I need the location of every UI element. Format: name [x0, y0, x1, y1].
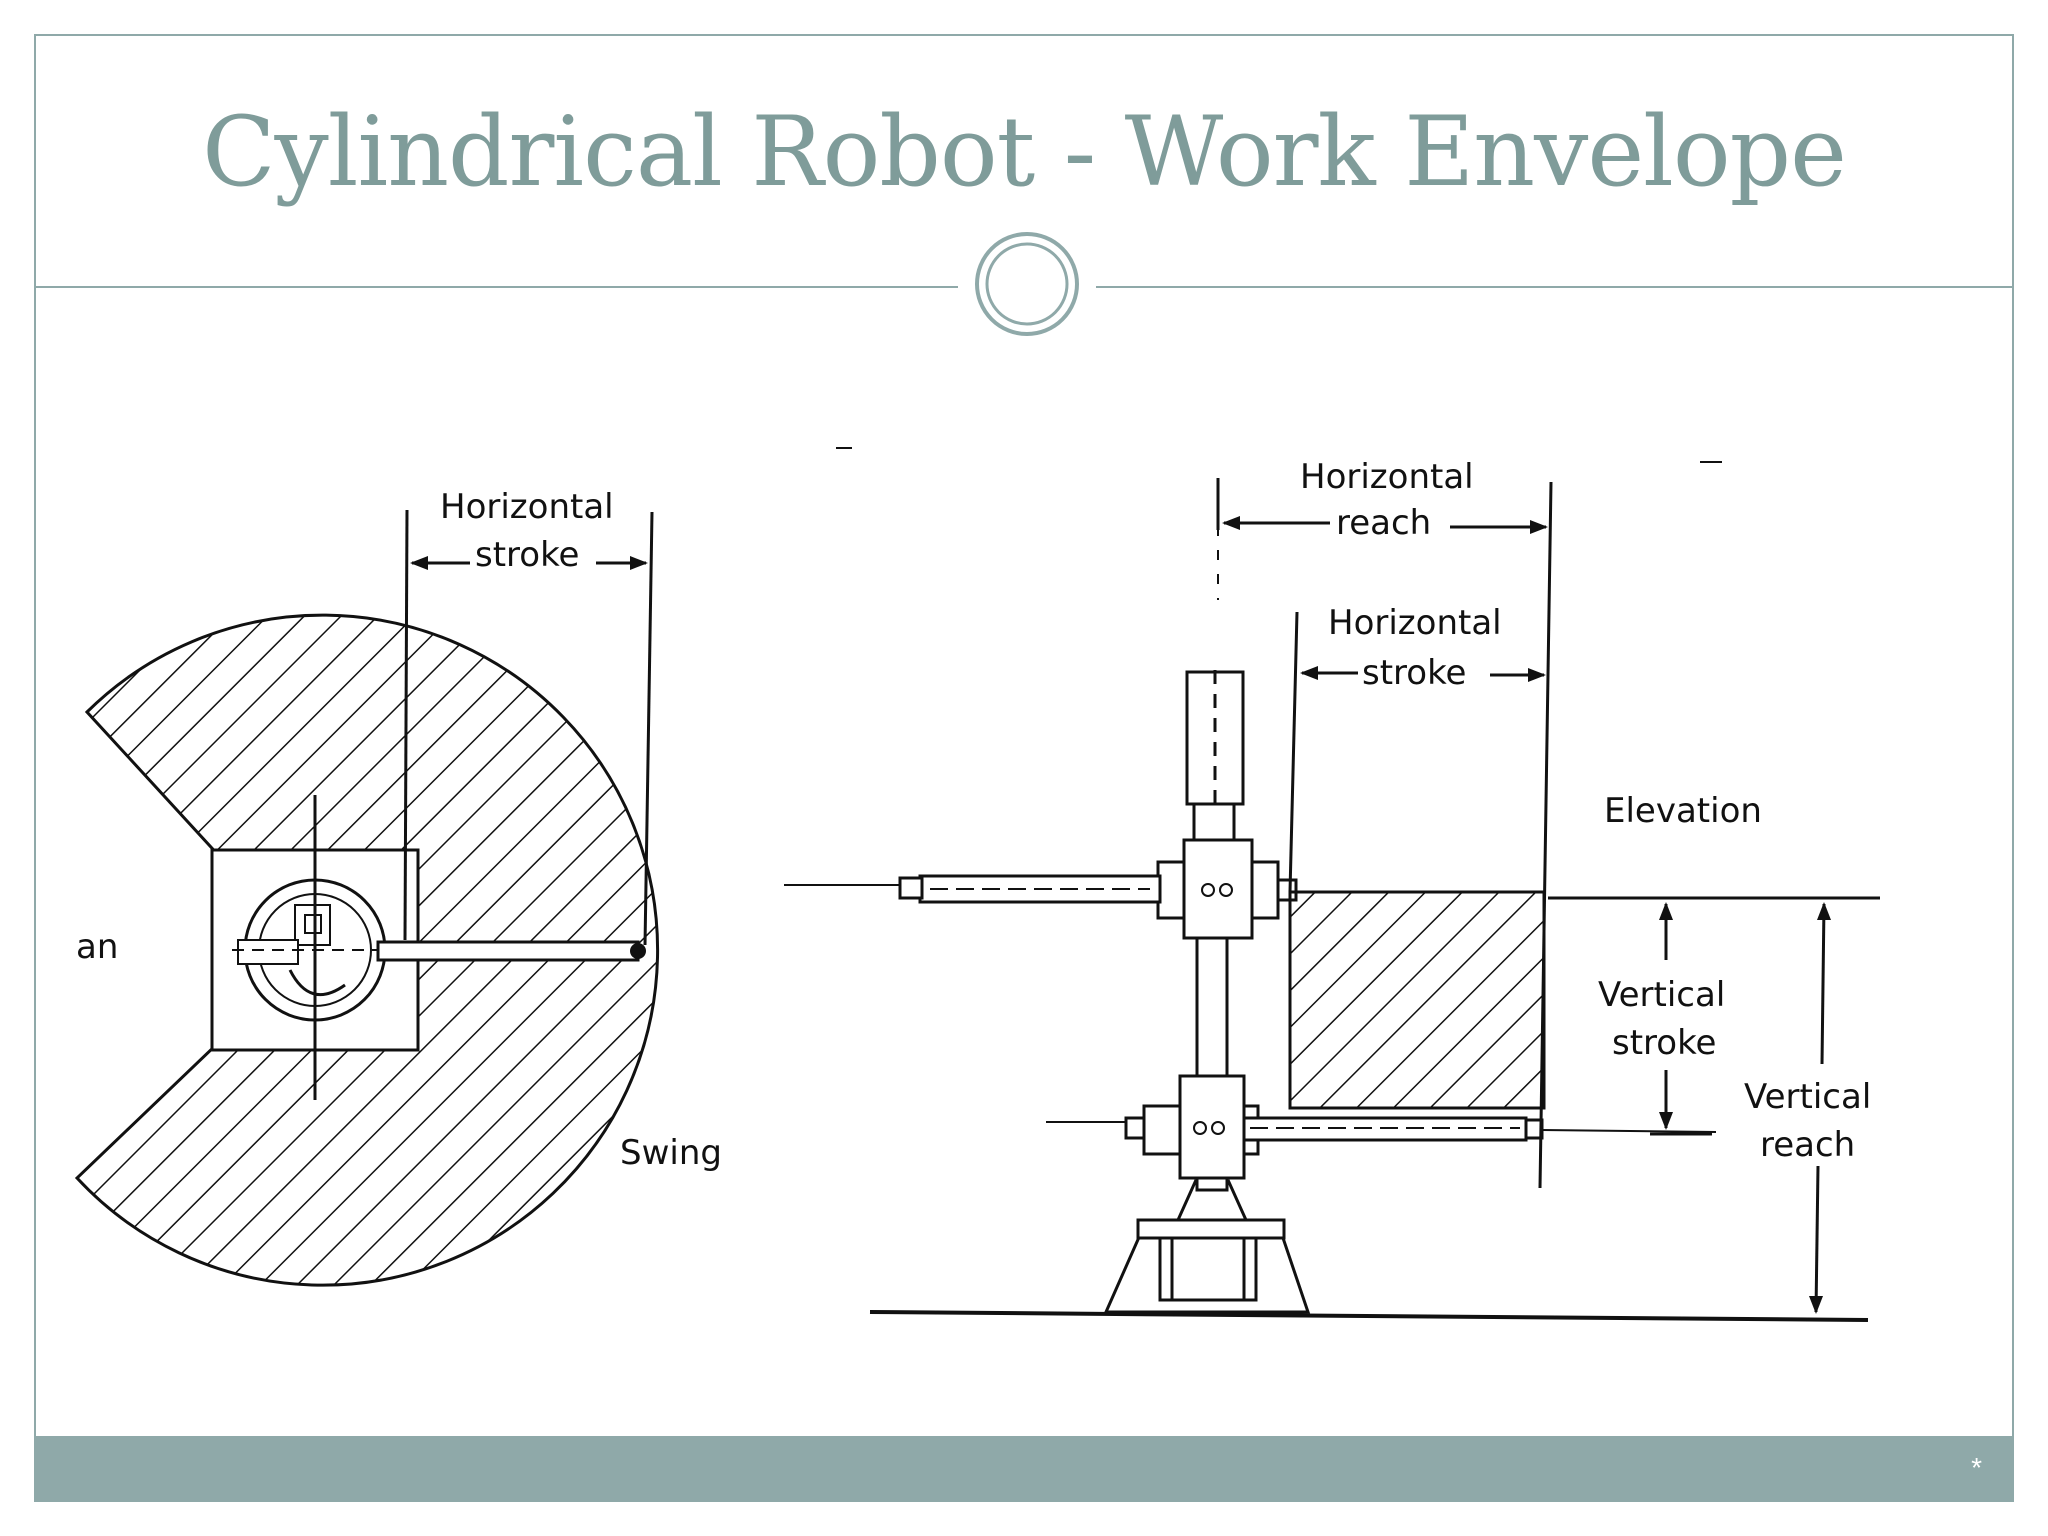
elevation-horizontal-reach-label-2: reach: [1336, 503, 1431, 543]
plan-view: Horizontal stroke Swing an: [74, 487, 722, 1287]
vertical-stroke-label-1: Vertical: [1598, 975, 1725, 1015]
elevation-view: Horizontal reach Horizontal stroke Eleva…: [784, 447, 1880, 1322]
vertical-reach-label-1: Vertical: [1744, 1077, 1871, 1117]
slide-title: Cylindrical Robot - Work Envelope: [202, 96, 1847, 208]
plan-arm: [376, 940, 640, 962]
divider-ring-icon: [975, 232, 1079, 336]
elevation-horizontal-stroke-label-2: stroke: [1362, 653, 1466, 693]
elevation-upper-carriage: [1182, 838, 1254, 940]
plan-swing-label: Swing: [620, 1133, 722, 1173]
plan-horizontal-stroke-label-1: Horizontal: [440, 487, 614, 527]
elevation-horizontal-stroke-label-1: Horizontal: [1328, 603, 1502, 643]
footer-bar: [34, 1436, 2014, 1502]
page-number: *: [1971, 1452, 1982, 1483]
vertical-reach-label-2: reach: [1760, 1125, 1855, 1165]
plan-partial-label: an: [76, 927, 118, 967]
elevation-envelope-region: [1288, 890, 1546, 1110]
title-divider: [34, 232, 2014, 336]
plan-horizontal-stroke-label-2: stroke: [475, 535, 579, 575]
elevation-horizontal-reach-label-1: Horizontal: [1300, 457, 1474, 497]
vertical-stroke-label-2: stroke: [1612, 1023, 1716, 1063]
elevation-label: Elevation: [1604, 791, 1762, 831]
